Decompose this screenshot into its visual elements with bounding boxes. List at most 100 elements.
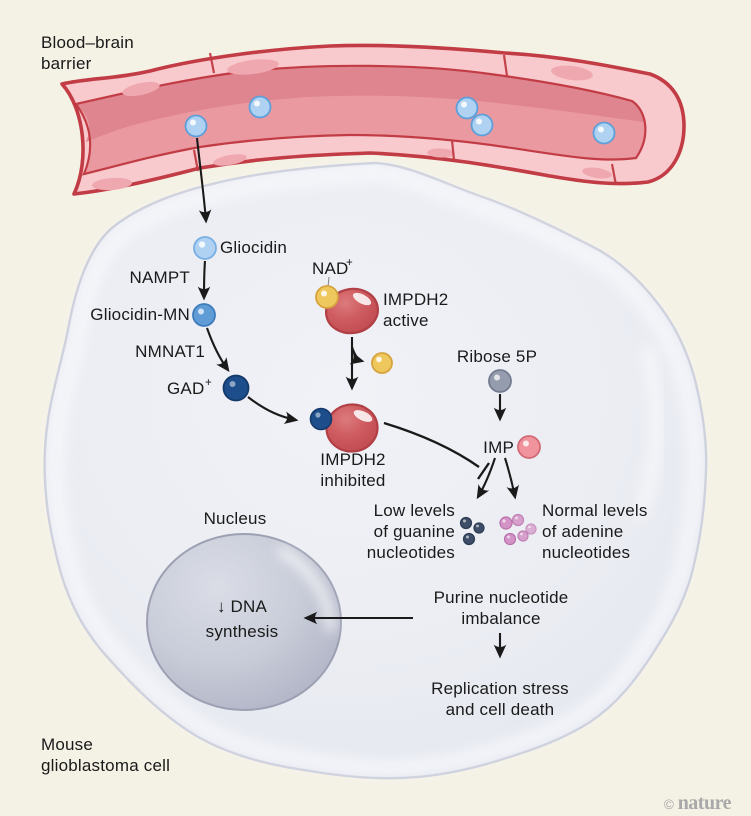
label-mouse-cell-line2: glioblastoma cell <box>41 756 170 775</box>
arrow-imp-to-guanine <box>476 457 496 500</box>
released-nad-highlight <box>376 356 382 363</box>
label-mouse-cell-line1: Mouse <box>41 735 93 754</box>
label-gad-superscript: + <box>205 377 212 389</box>
endothelial-nucleus <box>427 148 455 158</box>
label-nucleus: Nucleus <box>204 509 267 528</box>
impdh2-inhibited-enzyme <box>309 403 379 453</box>
label-normal-adenine-line3: nucleotides <box>542 543 630 562</box>
label-nad: NAD <box>312 259 349 278</box>
cell-rim-highlight <box>47 164 704 777</box>
arrow-gad-to-impdh2 <box>247 396 299 424</box>
endothelial-nuclei <box>92 59 612 191</box>
label-impdh2-inhibited-line2: inhibited <box>320 471 385 490</box>
vessel-lumen-border <box>74 64 647 176</box>
ribose-5p-highlight <box>494 374 500 381</box>
label-low-guanine-line2: of guanine <box>374 522 455 541</box>
gad-dot <box>222 374 250 402</box>
arrow-imp-to-adenine <box>503 457 519 500</box>
nad-dot-highlight <box>321 290 327 297</box>
junction-line <box>502 54 509 77</box>
adenine-dot <box>517 530 529 542</box>
label-blood-brain-barrier-line1: Blood–brain <box>41 33 134 52</box>
metabolite-dots <box>192 236 541 459</box>
bound-gad-highlight <box>315 412 321 418</box>
gliocidin-particle <box>248 95 272 119</box>
gliocidin-dot <box>193 236 217 260</box>
guanine-dot <box>473 522 485 534</box>
inhibition-bar <box>477 462 490 480</box>
adenine-dot <box>503 532 517 546</box>
label-dna-synthesis-line1: ↓ DNA <box>217 597 268 616</box>
impdh2-active-enzyme <box>315 285 379 335</box>
guanine-dot <box>462 532 476 546</box>
impdh2-inhibited-highlight <box>353 410 373 422</box>
cell-inner-sheen <box>634 346 663 519</box>
nucleus-highlight <box>277 547 336 633</box>
adenine-dot <box>499 516 513 530</box>
gliocidin-mn-dot <box>192 303 216 327</box>
endothelial-nucleus <box>92 177 132 191</box>
arrow-mn-to-gad <box>206 327 230 373</box>
gliocidin-mn-highlight <box>198 308 204 315</box>
label-replication-stress-line1: Replication stress <box>431 679 569 698</box>
particle-highlights <box>190 100 604 133</box>
label-impdh2-active-line2: active <box>383 311 429 330</box>
copyright-symbol: © <box>664 797 674 812</box>
label-gad: GAD <box>167 379 204 398</box>
impdh2-active-highlight <box>352 292 372 306</box>
label-low-guanine-line1: Low levels <box>374 501 455 520</box>
junction-line <box>208 52 216 74</box>
nucleus <box>146 533 342 711</box>
junction-line <box>192 149 200 172</box>
arrow-gliocidin-to-mn <box>197 260 211 301</box>
label-dna-synthesis-line2: synthesis <box>206 622 279 641</box>
gliocidin-particle <box>455 96 479 120</box>
label-nmnat1: NMNAT1 <box>135 342 205 361</box>
junction-line <box>610 163 618 186</box>
imp-dot-highlight <box>523 440 529 447</box>
label-purine-imbalance-line1: Purine nucleotide <box>434 588 569 607</box>
label-ribose-5p: Ribose 5P <box>457 347 537 366</box>
label-gliocidin-mn: Gliocidin-MN <box>90 305 190 324</box>
nature-logo: nature <box>678 792 732 814</box>
ribose-5p-dot <box>488 369 512 393</box>
imp-dot <box>517 435 541 459</box>
gliocidin-particle <box>184 114 208 138</box>
endothelial-nucleus <box>213 154 247 166</box>
label-impdh2-active-line1: IMPDH2 <box>383 290 448 309</box>
label-nad-superscript: + <box>346 257 353 269</box>
label-imp: IMP <box>483 438 514 457</box>
label-replication-stress-line2: and cell death <box>446 700 555 719</box>
figure-labels: Blood–brain barrier Gliocidin NAMPT Glio… <box>41 33 648 775</box>
label-normal-adenine-line1: Normal levels <box>542 501 648 520</box>
adenine-dot <box>525 523 537 535</box>
label-low-guanine-line3: nucleotides <box>367 543 455 562</box>
adenine-highlights <box>502 516 531 539</box>
guanine-highlights <box>463 519 479 539</box>
junction-line <box>450 139 456 161</box>
bound-gad-dot <box>309 407 333 431</box>
endothelial-nucleus <box>227 59 279 75</box>
label-nampt: NAMPT <box>130 268 191 287</box>
arrow-nad-release <box>349 346 365 365</box>
endothelial-junctions <box>192 52 618 186</box>
label-purine-imbalance-line2: imbalance <box>461 609 540 628</box>
label-impdh2-inhibited-line1: IMPDH2 <box>320 450 385 469</box>
blood-vessel <box>60 43 686 196</box>
endothelial-nucleus <box>551 65 593 81</box>
released-nad-dot <box>371 352 393 374</box>
arrow-vessel-to-cell <box>195 137 212 224</box>
pathway-arrows <box>195 137 519 659</box>
gliocidin-particle <box>592 121 616 145</box>
gliocidin-dot-highlight <box>198 241 206 248</box>
inhibition-curve <box>383 421 480 468</box>
gliocidin-particle <box>470 113 494 137</box>
label-normal-adenine-line2: of adenine <box>542 522 623 541</box>
guanine-dot <box>459 516 473 530</box>
endothelial-nucleus <box>122 81 160 97</box>
adenine-dot <box>511 513 525 527</box>
gad-dot-highlight <box>229 381 236 387</box>
label-blood-brain-barrier-line2: barrier <box>41 54 92 73</box>
